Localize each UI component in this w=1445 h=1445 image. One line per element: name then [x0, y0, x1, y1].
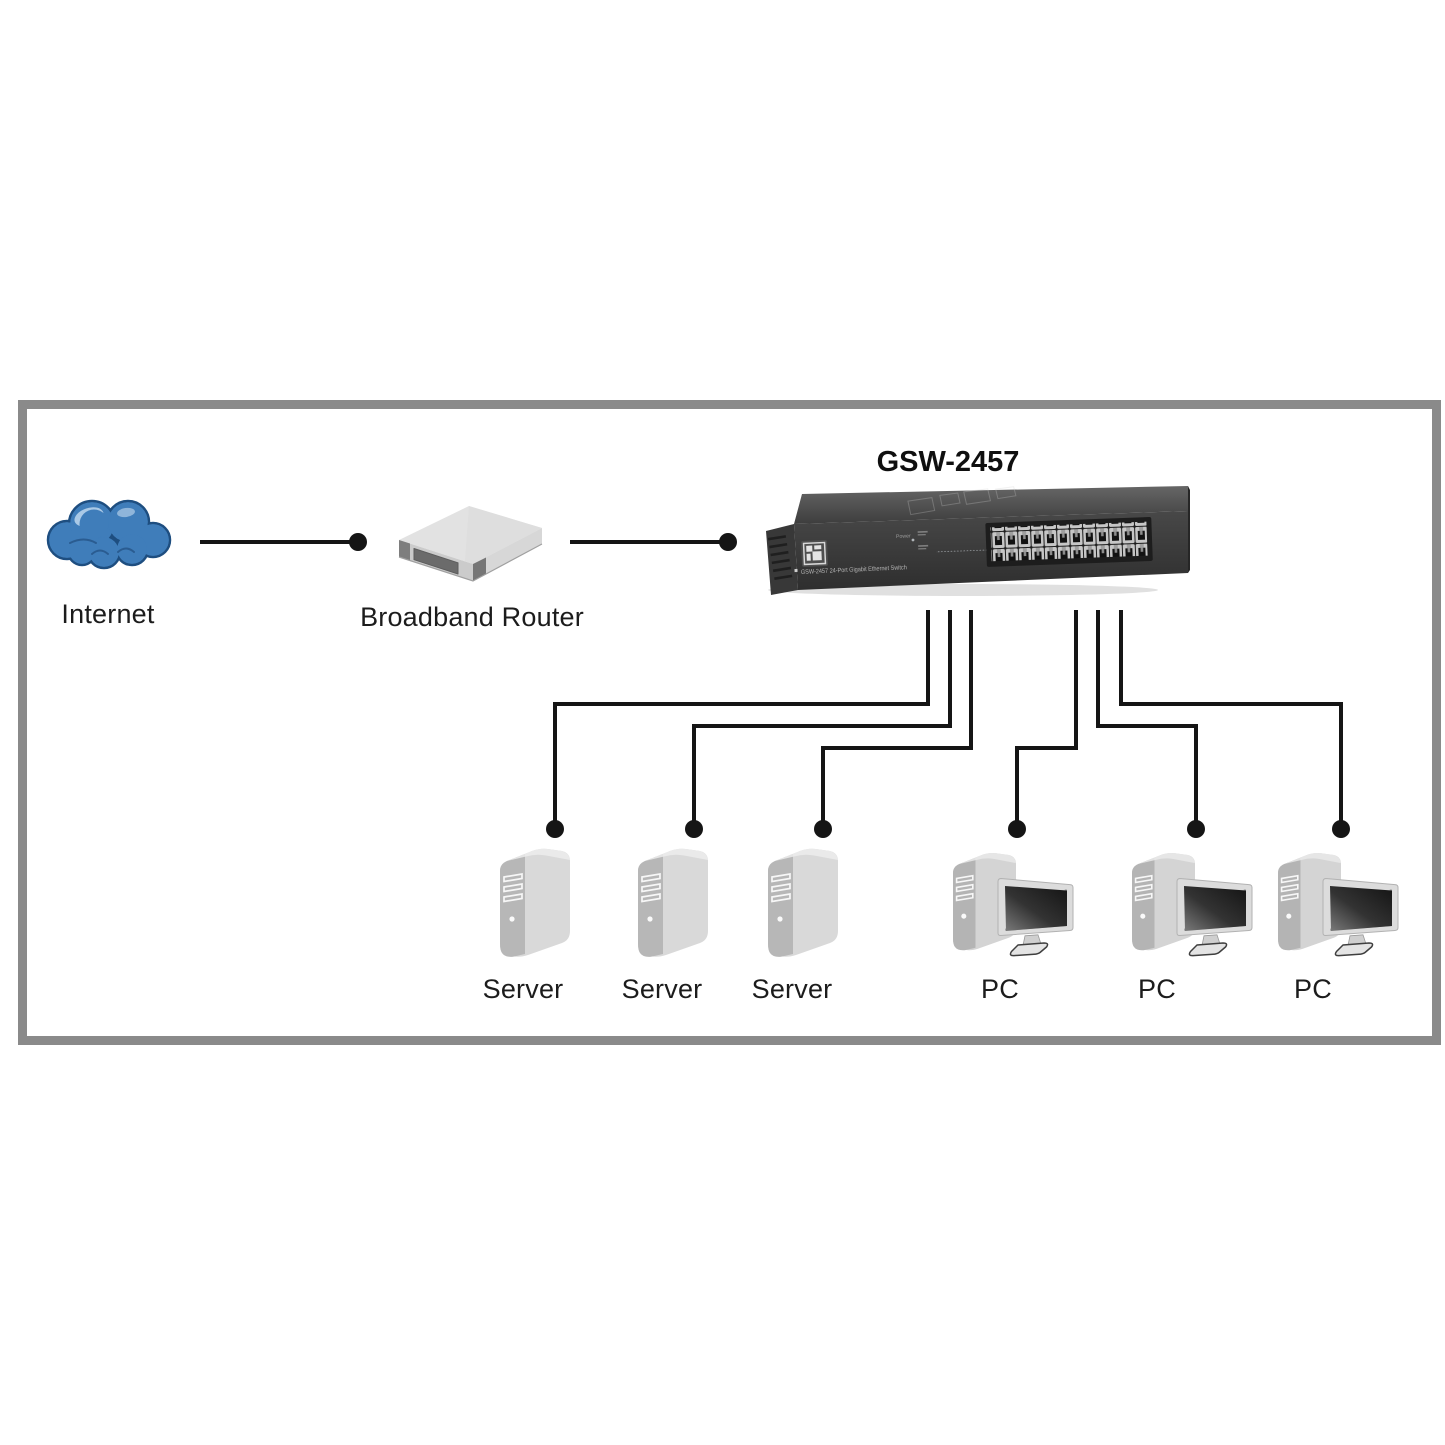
switch-title: GSW-2457 — [876, 446, 1020, 478]
router-icon — [393, 500, 548, 585]
server-label-2: Server — [621, 974, 703, 1004]
edge-switch-pc2 — [1096, 610, 1198, 822]
router-label: Broadband Router — [360, 602, 584, 632]
edge-switch-server2 — [692, 610, 952, 822]
cloud-icon — [38, 486, 178, 576]
pc-label-3: PC — [1294, 974, 1332, 1004]
edge-switch-server1 — [553, 610, 930, 822]
edge-switch-pc3 — [1119, 610, 1343, 822]
internet-label: Internet — [61, 599, 155, 629]
server-label-1: Server — [482, 974, 564, 1004]
server-icon-2 — [628, 841, 718, 961]
switch-icon — [758, 478, 1190, 598]
pc-icon-1 — [940, 842, 1080, 962]
server-icon-1 — [490, 841, 580, 961]
diagram-border — [18, 400, 1441, 1045]
server-label-3: Server — [751, 974, 833, 1004]
pc-label-1: PC — [981, 974, 1019, 1004]
edge-switch-server3 — [821, 610, 973, 822]
pc-icon-2 — [1119, 842, 1259, 962]
server-icon-3 — [758, 841, 848, 961]
pc-label-2: PC — [1138, 974, 1176, 1004]
pc-icon-3 — [1265, 842, 1405, 962]
junction-dots — [349, 533, 1350, 838]
edge-switch-pc1 — [1015, 610, 1078, 822]
